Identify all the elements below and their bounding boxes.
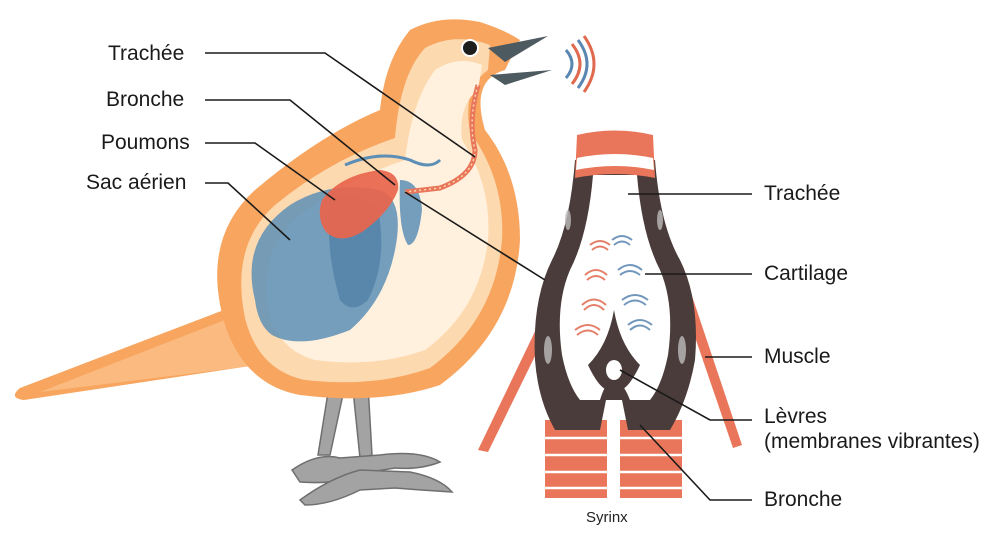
bird	[15, 19, 594, 505]
syrinx-bronchi-rings	[545, 420, 682, 498]
label-syrinx-lips-detail: (membranes vibrantes)	[764, 430, 980, 453]
label-bird-air-sac: Sac aérien	[86, 171, 186, 194]
label-bird-bronchus: Bronche	[106, 88, 184, 111]
label-syrinx-muscle: Muscle	[764, 345, 831, 368]
label-syrinx-trachea: Trachée	[764, 182, 840, 205]
label-bird-trachea: Trachée	[108, 42, 184, 65]
label-syrinx-cartilage: Cartilage	[764, 262, 848, 285]
syrinx	[478, 131, 742, 499]
caption-syrinx: Syrinx	[586, 510, 628, 527]
label-syrinx-lips: Lèvres	[764, 405, 827, 428]
label-bird-lungs: Poumons	[101, 131, 190, 154]
bird-legs	[292, 380, 452, 505]
sound-waves-icon	[566, 36, 594, 92]
bird-eye	[462, 40, 478, 56]
label-syrinx-bronchus: Bronche	[764, 488, 842, 511]
